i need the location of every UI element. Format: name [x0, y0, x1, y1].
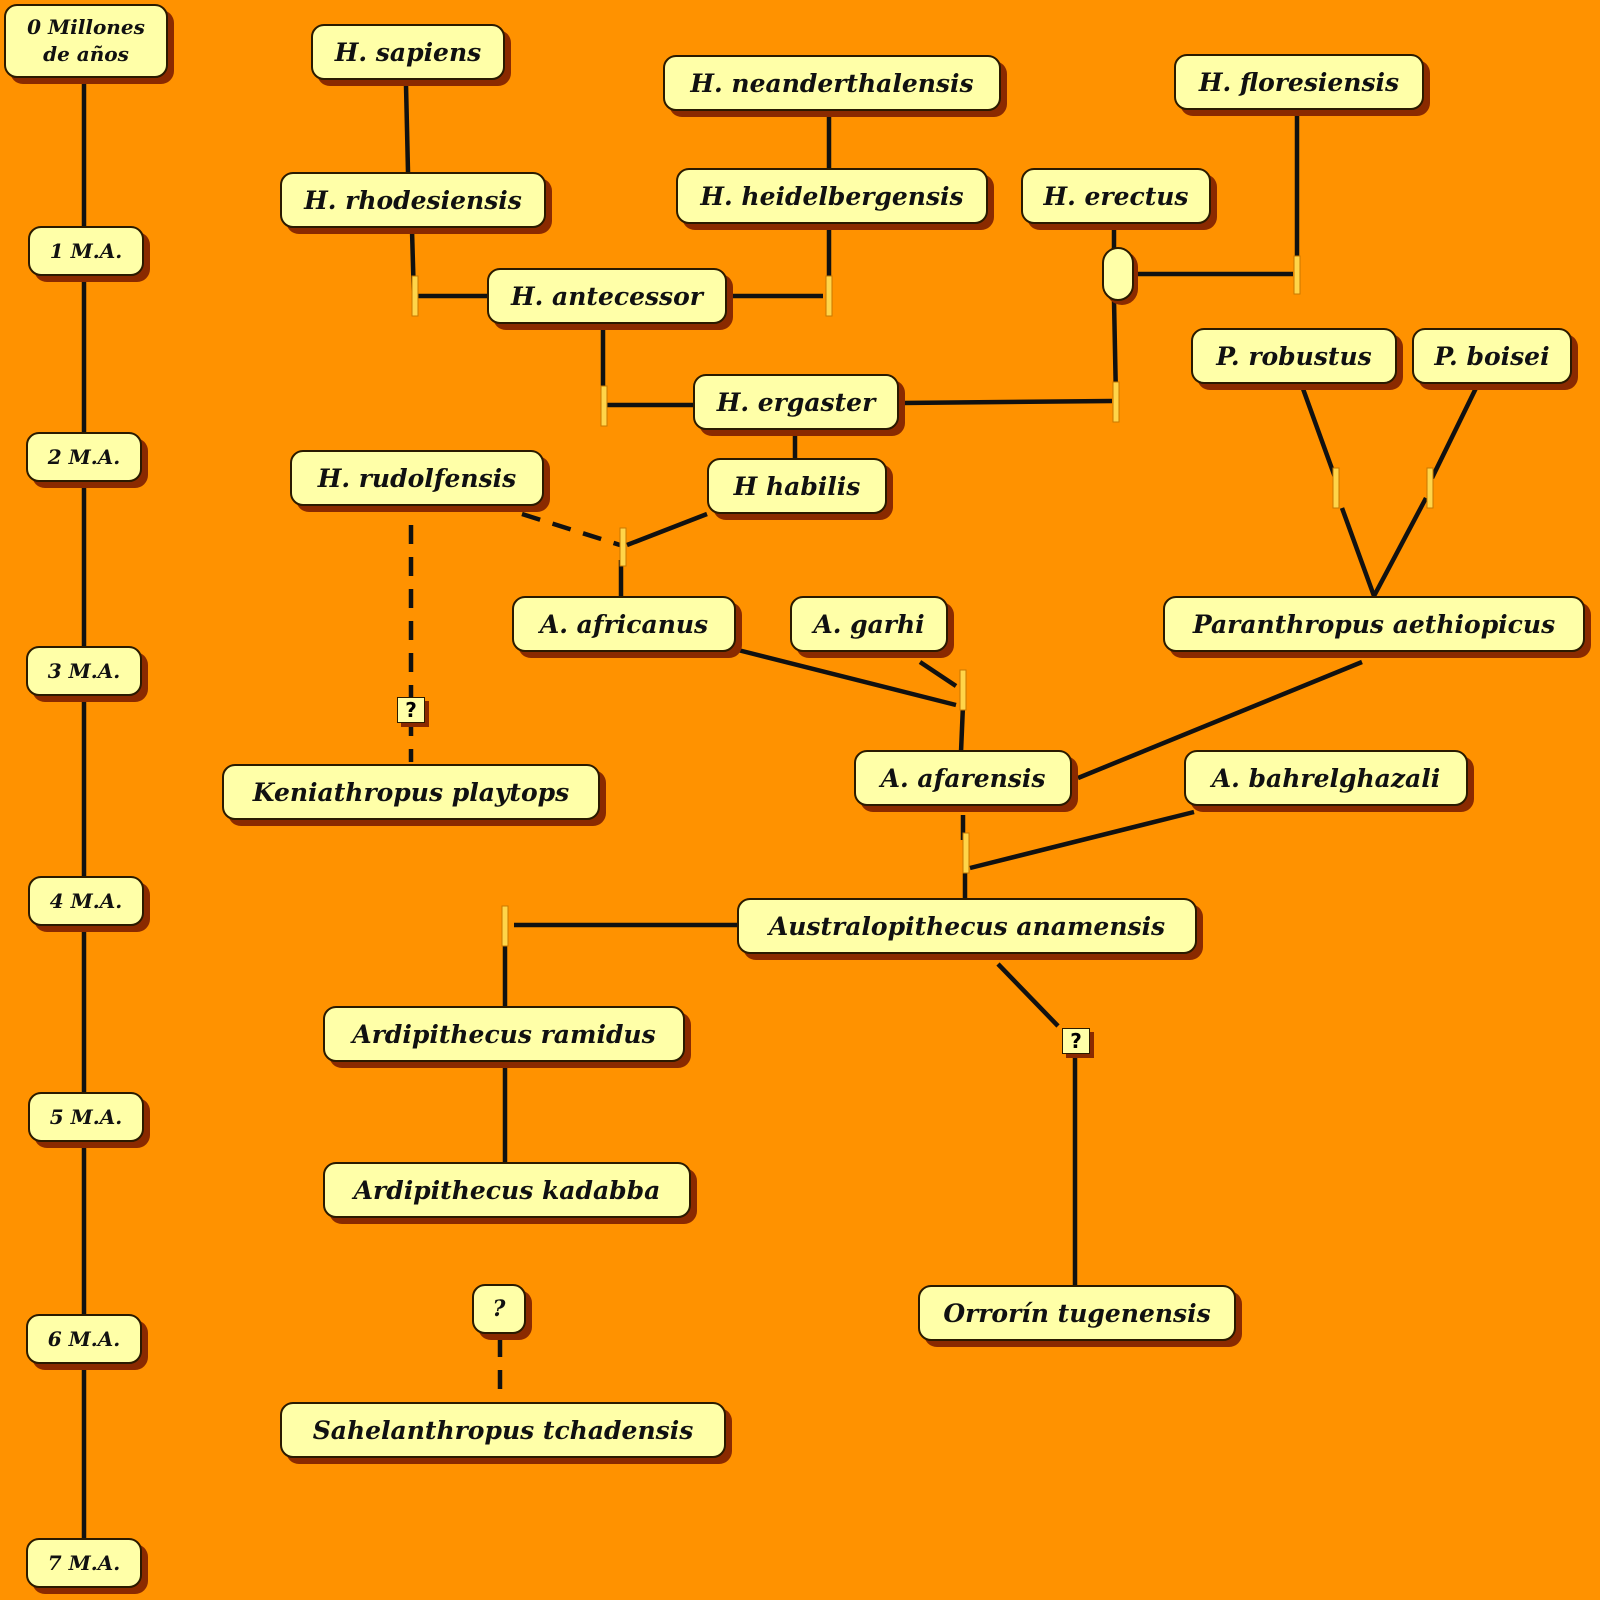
unknown-keniathropus-link: ? [397, 697, 425, 723]
line-anamensis-orrorin-q [996, 962, 1060, 1028]
species-p-robustus: P. robustus [1191, 328, 1397, 384]
timeline-start-label: 0 Millones de años [4, 4, 168, 78]
line-garhi-node [918, 660, 958, 688]
timeline-tick-6: 6 M.A. [26, 1314, 142, 1364]
species-h-heidelbergensis: H. heidelbergensis [676, 168, 988, 224]
species-ardipithecus-kadabba: Ardipithecus kadabba [323, 1162, 691, 1218]
line-boisei-node [1429, 385, 1480, 479]
node-marker-erectus [1112, 381, 1120, 423]
species-h-ergaster: H. ergaster [693, 374, 899, 430]
line-node-aethiopicus-left [1339, 507, 1377, 597]
unknown-orrorin-link: ? [1062, 1028, 1090, 1054]
timeline-tick-5: 5 M.A. [28, 1092, 144, 1142]
erectus-branch-node [1102, 247, 1134, 301]
node-marker-floresiensis [1293, 255, 1301, 295]
line-habilis-node [626, 511, 708, 548]
node-marker-robustus [1332, 467, 1340, 509]
species-h-floresiensis: H. floresiensis [1174, 54, 1424, 110]
line-node-aethiopicus-right [1372, 496, 1428, 598]
timeline-tick-7: 7 M.A. [26, 1538, 142, 1588]
node-marker-anamensis [501, 905, 509, 947]
species-a-bahrelghazali: A. bahrelghazali [1184, 750, 1468, 806]
node-marker-rhodesiensis [411, 275, 419, 317]
species-h-neanderthalensis: H. neanderthalensis [663, 55, 1001, 111]
species-h-habilis: H habilis [707, 458, 887, 514]
timeline-tick-1: 1 M.A. [28, 226, 144, 276]
node-marker-garhi [959, 669, 967, 711]
line-rudolfensis-node [521, 511, 621, 548]
line-aethiopicus-afarensis [1077, 659, 1363, 781]
species-australopithecus-anamensis: Australopithecus anamensis [737, 898, 1197, 954]
timeline-tick-4: 4 M.A. [28, 876, 144, 926]
line-bahrelghazali-node [969, 809, 1195, 871]
line-ergaster-node [900, 398, 1113, 406]
species-h-antecessor: H. antecessor [487, 268, 727, 324]
species-h-erectus: H. erectus [1021, 168, 1211, 224]
species-a-afarensis: A. afarensis [854, 750, 1072, 806]
species-orrorin-tugenensis: Orrorín tugenensis [918, 1285, 1236, 1341]
species-a-garhi: A. garhi [790, 596, 948, 652]
node-marker-habilis [619, 527, 627, 567]
line-robustus-node [1299, 385, 1339, 481]
node-marker-heidelbergensis [825, 275, 833, 317]
species-h-rhodesiensis: H. rhodesiensis [280, 172, 546, 228]
line-africanus-node [737, 647, 957, 708]
node-marker-antecessor [600, 385, 608, 427]
species-h-sapiens: H. sapiens [311, 24, 505, 80]
species-a-africanus: A. africanus [512, 596, 736, 652]
timeline-tick-3: 3 M.A. [26, 646, 142, 696]
line-node-afarensis [958, 704, 966, 753]
line-sapiens-rhodesiensis [403, 84, 411, 173]
species-keniathropus-platytops: Keniathropus playtops [222, 764, 600, 820]
unknown-ancestor-box: ? [472, 1284, 526, 1334]
timeline-tick-2: 2 M.A. [26, 432, 142, 482]
species-paranthropus-aethiopicus: Paranthropus aethiopicus [1163, 596, 1585, 652]
species-ardipithecus-ramidus: Ardipithecus ramidus [323, 1006, 685, 1062]
node-marker-afarensis [962, 832, 970, 874]
species-p-boisei: P. boisei [1412, 328, 1572, 384]
node-marker-boisei [1426, 467, 1434, 509]
species-h-rudolfensis: H. rudolfensis [290, 450, 544, 506]
species-sahelanthropus-tchadensis: Sahelanthropus tchadensis [280, 1402, 726, 1458]
